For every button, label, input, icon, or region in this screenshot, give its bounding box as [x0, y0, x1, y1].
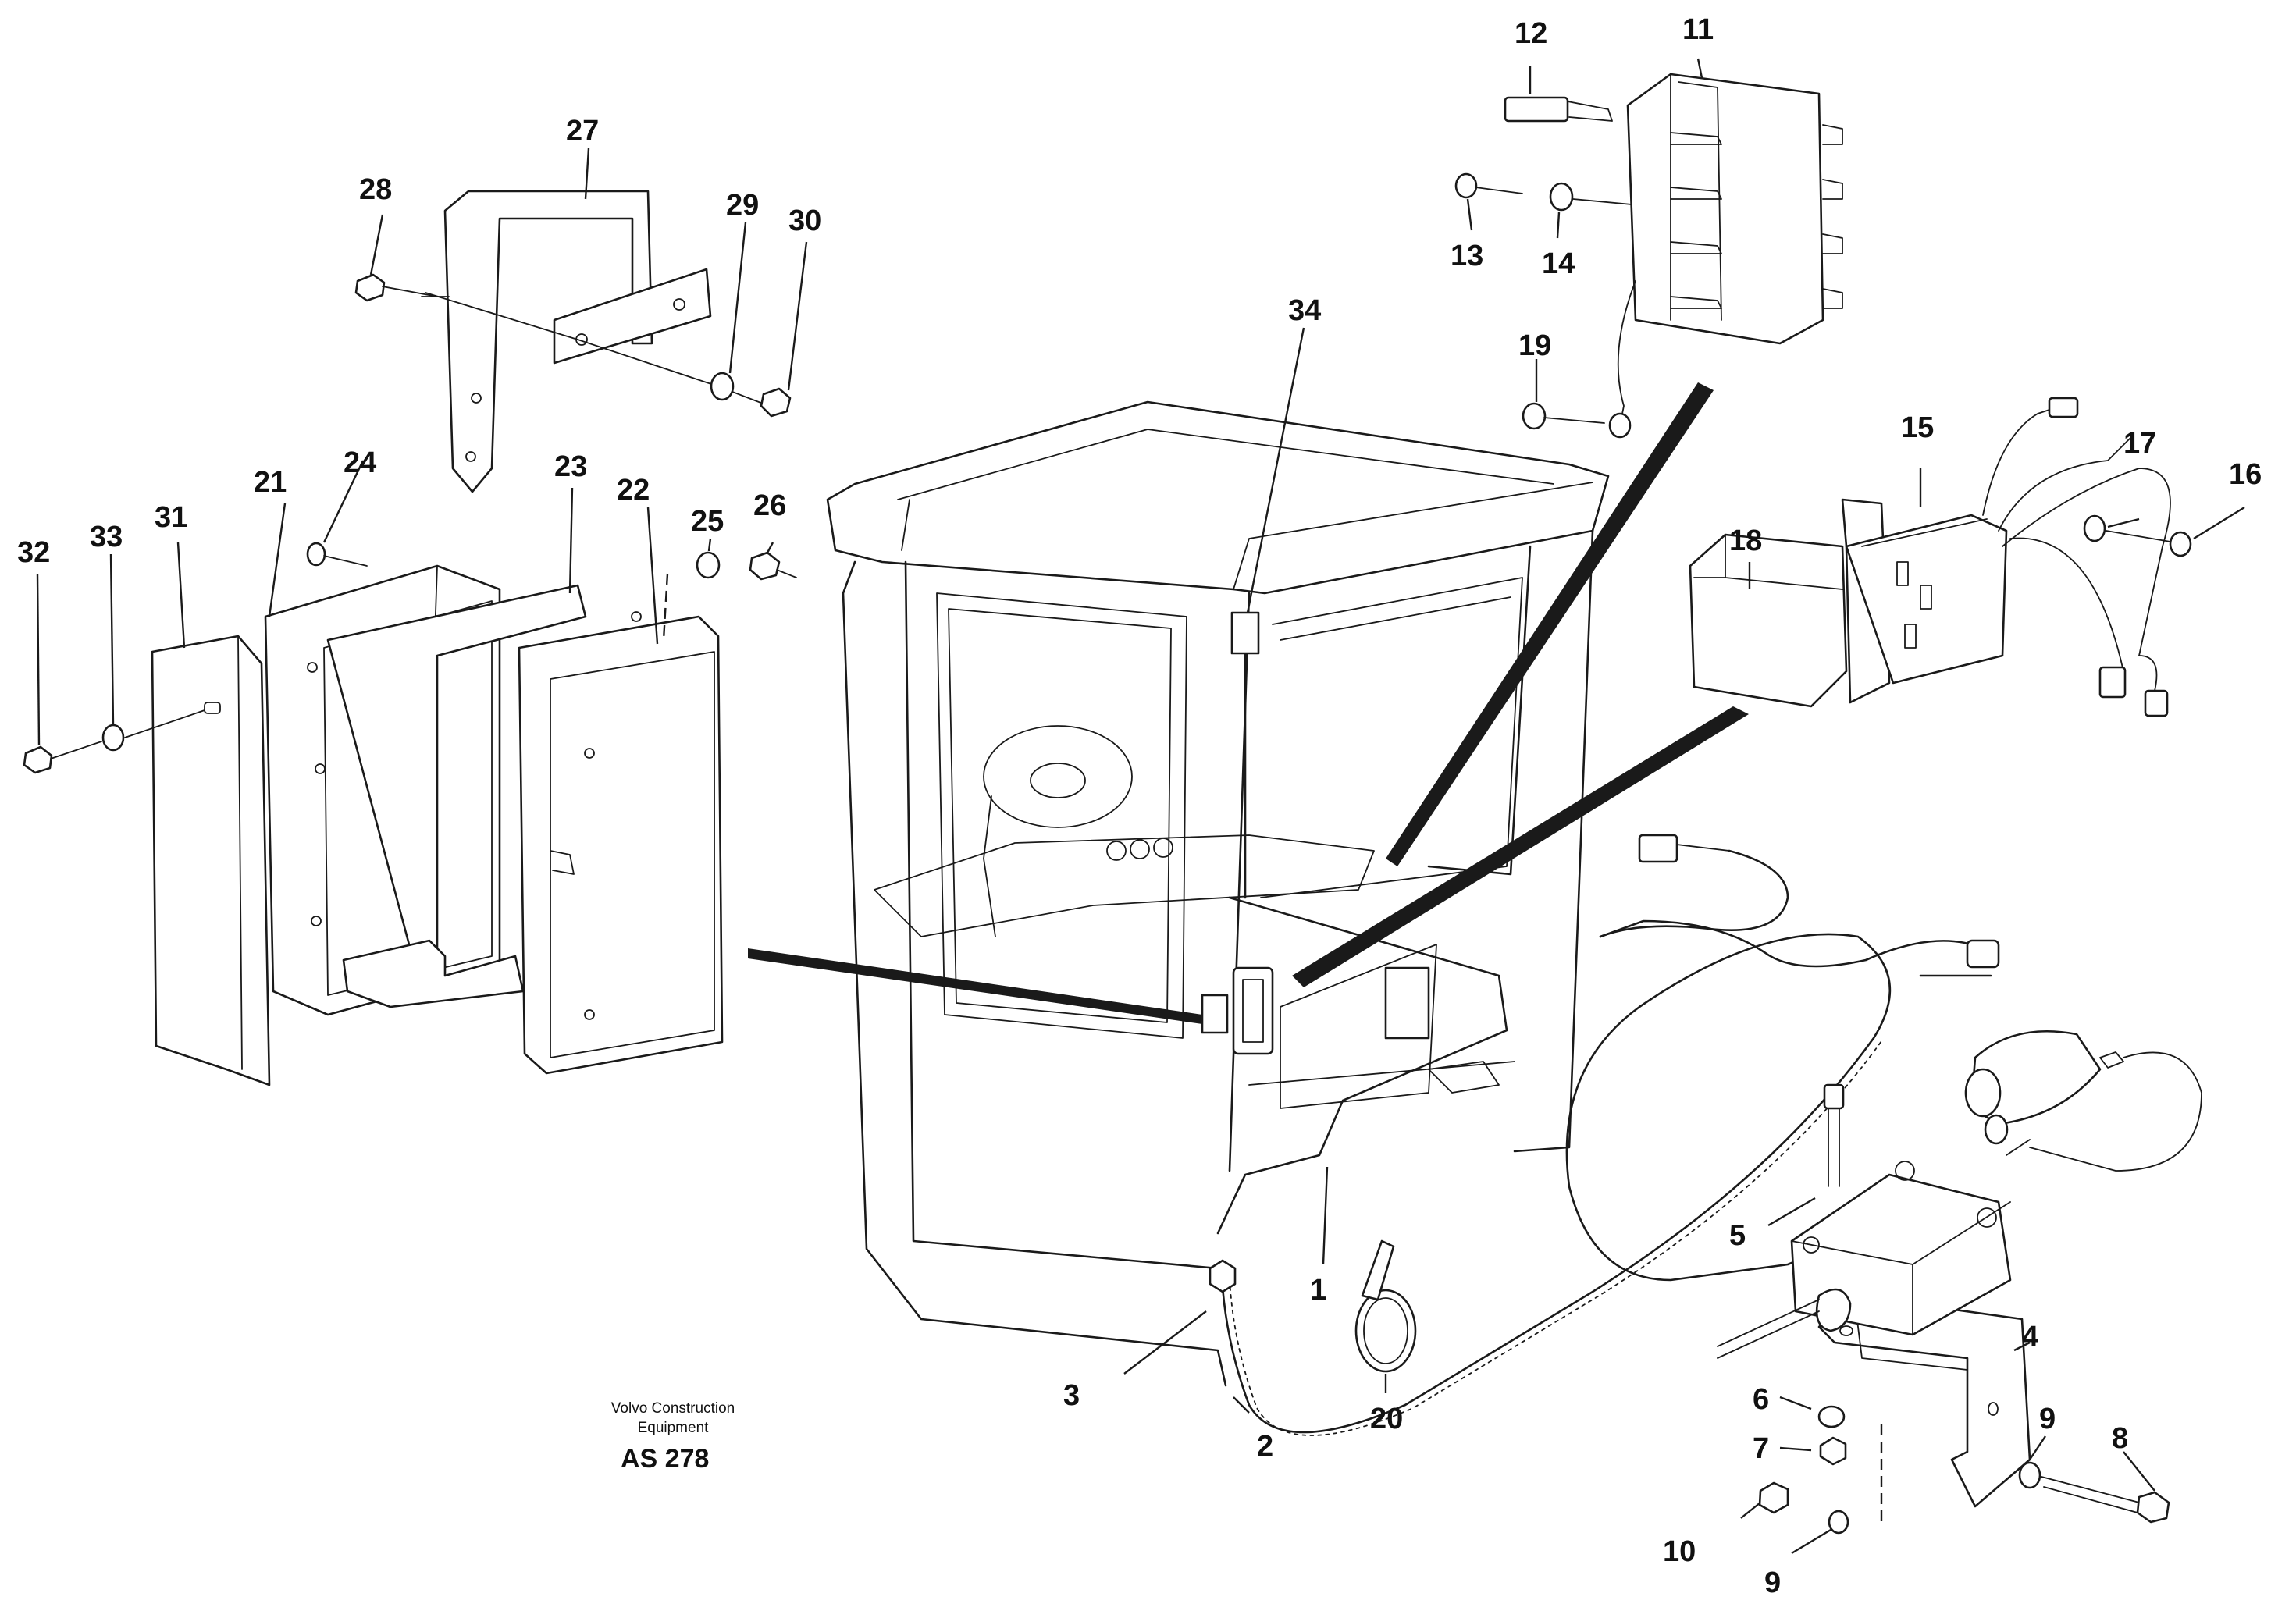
relay-assembly: [1292, 397, 2192, 987]
washer-6: [1817, 1405, 1846, 1428]
cab-relay-box: [1384, 966, 1430, 1040]
callout-31: 31: [155, 501, 187, 534]
bolt-8: [2041, 1476, 2170, 1524]
cable-tie-20: [1354, 1239, 1417, 1373]
washer-25: [696, 551, 721, 579]
callout-13: 13: [1451, 240, 1483, 272]
wiring-harness: [1201, 611, 1508, 1235]
callout-33: 33: [90, 521, 123, 553]
callout-7: 7: [1753, 1432, 1769, 1465]
washer-33: [101, 724, 125, 752]
callout-2: 2: [1257, 1430, 1273, 1463]
washer-29: [710, 372, 735, 401]
operator-cab: [826, 400, 1610, 1387]
bolt-28: [354, 273, 438, 302]
terminal-block-assembly: [1386, 73, 1843, 866]
callout-25: 25: [691, 505, 724, 538]
callout-34: 34: [1288, 294, 1321, 327]
sensor-plug: [1638, 834, 1678, 863]
sensor-cable-assembly: [1209, 834, 2202, 1535]
callout-27: 27: [566, 115, 599, 148]
washer-9a: [2018, 1461, 2041, 1489]
credit-line-1: Volvo Construction: [611, 1400, 735, 1417]
callout-5: 5: [1729, 1219, 1746, 1252]
fuse-cover-12: [1504, 96, 1569, 123]
callout-30: 30: [788, 204, 821, 237]
callout-19: 19: [1518, 329, 1551, 362]
screw-16: [2106, 530, 2192, 557]
publisher-credit: Volvo Construction Equipment AS 278: [611, 1400, 735, 1474]
callout-29: 29: [726, 189, 759, 222]
callout-18: 18: [1729, 525, 1762, 557]
diagram-code: AS 278: [621, 1444, 709, 1474]
nut-26: [749, 551, 781, 581]
callout-32: 32: [17, 536, 50, 569]
nut-30: [760, 387, 792, 418]
screw-19: [1522, 402, 1605, 430]
callout-numbers: 1 2 3 4 5 6 7 8 9 9 10 11 12 13 14 15 16…: [17, 13, 2262, 1599]
callout-14: 14: [1542, 247, 1575, 280]
callout-12: 12: [1515, 17, 1547, 50]
callout-28: 28: [359, 173, 392, 206]
screw-13: [1454, 172, 1523, 199]
harness-clip: [1201, 994, 1229, 1034]
callout-6: 6: [1753, 1383, 1769, 1416]
control-box-assembly: [23, 542, 1202, 1086]
callout-24: 24: [344, 446, 376, 479]
leader-lines: [36, 58, 2245, 1555]
callout-26: 26: [753, 489, 786, 522]
callout-10: 10: [1663, 1535, 1696, 1568]
callout-11: 11: [1682, 13, 1714, 46]
bolt-5: [1823, 1083, 1845, 1187]
callout-3: 3: [1063, 1379, 1080, 1412]
callout-4: 4: [2022, 1321, 2038, 1353]
callout-8: 8: [2112, 1422, 2128, 1455]
relay-bracket-plate: [1232, 966, 1274, 1055]
callout-9b: 9: [1764, 1567, 1781, 1599]
nut-10: [1758, 1481, 1789, 1514]
credit-line-2: Equipment: [638, 1420, 710, 1436]
cable-connector-3: [1209, 1259, 1237, 1293]
callout-15: 15: [1901, 411, 1934, 444]
callout-16: 16: [2229, 458, 2262, 491]
washer-9b: [1828, 1510, 1849, 1535]
callout-23: 23: [554, 450, 587, 483]
callout-9a: 9: [2039, 1403, 2056, 1435]
callout-21: 21: [254, 466, 287, 499]
callout-1: 1: [1310, 1274, 1326, 1307]
harness-connector-top: [1230, 611, 1260, 655]
bracket-assembly-27: [354, 190, 792, 493]
screw-24: [306, 542, 368, 567]
bolt-32: [23, 741, 102, 774]
washer-14: [1549, 182, 1574, 212]
callout-20: 20: [1370, 1403, 1403, 1435]
callout-17: 17: [2123, 427, 2156, 460]
speed-sensor: [1970, 1030, 2102, 1126]
nut-7: [1819, 1436, 1847, 1466]
callout-22: 22: [617, 474, 650, 507]
washer-17: [2083, 514, 2106, 542]
